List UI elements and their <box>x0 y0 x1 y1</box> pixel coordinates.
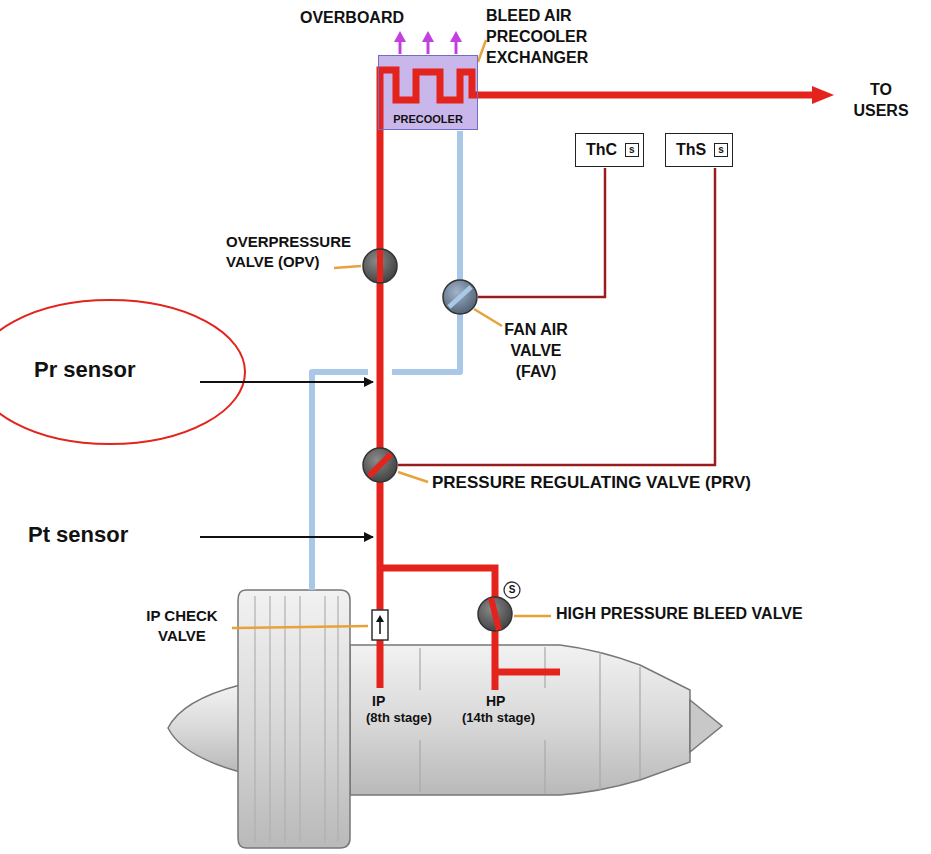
leader-line <box>514 615 551 618</box>
overboard-arrows <box>400 40 456 54</box>
pressure-regulating-valve <box>363 448 397 482</box>
check-valve-body <box>372 610 388 640</box>
nose-cone <box>168 685 240 772</box>
overboard-arrow <box>455 40 458 54</box>
overboard-arrowheads <box>394 31 462 42</box>
solenoid-tag: s <box>625 143 639 157</box>
valve-gate <box>377 250 383 282</box>
precooler-box: PRECOOLER <box>378 55 478 130</box>
solenoid-mark: S <box>508 583 516 597</box>
fan-air-pipe <box>312 131 460 590</box>
fan-air-pipe-segment <box>457 131 463 280</box>
fan-blade <box>299 596 300 842</box>
fan-air-valve <box>443 280 477 314</box>
stage-label: IP <box>372 692 385 710</box>
to-users-arrowhead <box>812 86 834 104</box>
core-ribs <box>420 647 640 794</box>
solenoid-tag: s <box>714 143 728 157</box>
sensor-label: Pr sensor <box>34 356 136 385</box>
core-rib <box>419 740 420 792</box>
hp-bleed-valve <box>478 582 520 631</box>
solenoid-symbol <box>504 582 520 598</box>
bleed-pipe-hp <box>380 568 495 690</box>
overpressure-valve <box>363 249 397 283</box>
sensor-label: Pt sensor <box>28 521 128 550</box>
thermostat-box: ThS s <box>665 133 733 167</box>
sensor-arrow <box>200 536 373 538</box>
ip-check-valve <box>372 610 388 640</box>
overboard-arrow <box>427 40 430 54</box>
overboard-arrowhead <box>394 31 406 42</box>
overboard-arrowhead <box>422 31 434 42</box>
fan-blade <box>337 596 338 842</box>
node-text: s <box>718 144 724 155</box>
leader-lines <box>232 40 551 628</box>
core-rib <box>599 652 600 790</box>
control-wires <box>398 168 715 465</box>
fan-blade <box>324 596 325 842</box>
valve-label: PRESSURE REGULATING VALVE (PRV) <box>432 472 751 494</box>
stage-label: (8th stage) <box>366 710 432 727</box>
fan-blade <box>254 596 255 842</box>
valve-gate <box>491 598 499 630</box>
valve-gate <box>369 454 391 476</box>
fan-blade <box>284 596 285 842</box>
valve-body <box>363 249 397 283</box>
exhaust-cone <box>690 700 722 752</box>
bleed-pipe-stub <box>495 669 560 676</box>
overboard-arrowhead <box>450 31 462 42</box>
core-rib <box>544 740 545 794</box>
component-label: BLEED AIR PRECOOLER EXCHANGER <box>486 6 604 68</box>
valve-label: OVERPRESSURE VALVE (OPV) <box>226 232 356 271</box>
node-text: PRECOOLER <box>393 113 463 125</box>
check-valve-arrowhead <box>376 615 384 622</box>
node-text: ThS <box>676 140 706 160</box>
leader-line <box>398 472 428 482</box>
fan-blades <box>255 596 338 842</box>
thermostat-box: ThC s <box>575 133 644 167</box>
core-rib <box>419 648 420 690</box>
node-text: s <box>629 144 635 155</box>
valve-label: FAN AIR VALVE (FAV) <box>496 320 576 382</box>
valve-body <box>478 597 512 631</box>
valve-label: HIGH PRESSURE BLEED VALVE <box>556 604 803 625</box>
fan-blade <box>269 596 270 842</box>
sensor-arrow <box>200 381 373 383</box>
outlet-label: OVERBOARD <box>300 8 404 29</box>
overboard-arrow <box>399 40 402 54</box>
leader-line <box>232 626 368 628</box>
core-rib <box>544 647 545 688</box>
core-rib <box>639 667 640 779</box>
highlight-ellipse <box>0 300 245 444</box>
leader-line <box>474 309 502 326</box>
bleed-pipe <box>380 70 815 690</box>
valve-gate <box>449 287 471 307</box>
valve-label: IP CHECK VALVE <box>136 606 228 645</box>
leader-line <box>478 40 486 62</box>
stage-label: (14th stage) <box>462 710 535 727</box>
check-valve-arrow <box>379 620 381 634</box>
outlet-label: TO USERS <box>846 80 916 122</box>
valve-body <box>363 448 397 482</box>
engine-core <box>350 645 690 795</box>
fan-air-pipe-segment <box>392 314 460 372</box>
control-wire <box>478 168 605 297</box>
bleed-pipe-main <box>380 70 815 688</box>
control-wire <box>398 168 715 465</box>
stage-label: HP <box>486 692 505 710</box>
fan-air-pipe-segment <box>312 372 368 590</box>
valve-body <box>443 280 477 314</box>
node-text: ThC <box>586 140 617 160</box>
leader-line <box>334 266 361 268</box>
